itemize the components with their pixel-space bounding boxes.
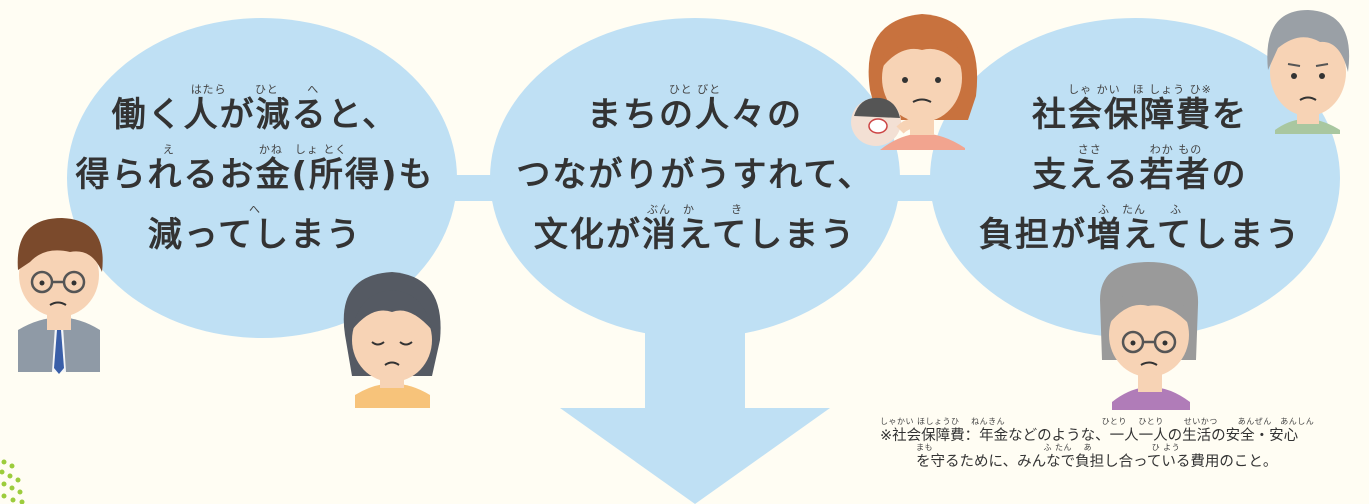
bubble-social-security-text: しゃ かい ほ しょう ひ※ 社会保障費を ささ わか もの 支える若者の ふ … xyxy=(955,84,1325,252)
mother-holding-baby xyxy=(851,14,978,150)
speech-bubble-community xyxy=(490,18,900,338)
bubble-workers-text: はたら ひと へ 働く人が減ると、 え かね しょ とく 得られるお金(所得)も… xyxy=(75,84,435,252)
bubble-text-line: 減ってしまう xyxy=(147,215,363,255)
bubble-text-line: 働く人が減ると、 xyxy=(111,95,399,135)
elderly-woman-with-glasses xyxy=(1100,262,1199,410)
green-dots-decoration xyxy=(0,459,25,504)
bubble-text-line: 支える若者の xyxy=(1032,155,1248,195)
furigana: ふ たん ふ xyxy=(1098,203,1182,216)
footnote-line: ※社会保障費：年金などのような、一人一人の生活の安全・安心 xyxy=(880,428,1299,444)
furigana: ささ わか もの xyxy=(1077,143,1203,156)
footnote-furigana: まも ふ たん あ ひ よう xyxy=(916,443,1181,453)
footnote-furigana: しゃかい ほしょうひ ねんきん ひとり ひとり せいかつ あんぜん あんしん xyxy=(880,417,1315,426)
bubble-text-line: まちの人々の xyxy=(587,95,803,135)
furigana: ぶん か き xyxy=(647,203,743,216)
woman-eyes-closed xyxy=(343,272,441,408)
furigana: へ xyxy=(249,203,261,216)
man-with-glasses xyxy=(17,218,103,374)
bubble-text-line: 社会保障費を xyxy=(1032,95,1248,135)
bubble-text-line: つながりがうすれて、 xyxy=(516,155,874,195)
footnote-line: を守るために、みんなで負担し合っている費用のこと。 xyxy=(916,454,1278,471)
down-arrow-icon xyxy=(560,320,830,504)
bubble-text-line: 負担が増えてしまう xyxy=(978,215,1302,255)
bubble-text-line: 文化が消えてしまう xyxy=(533,215,857,255)
furigana: しゃ かい ほ しょう ひ※ xyxy=(1068,83,1212,96)
furigana: はたら ひと へ xyxy=(190,83,320,96)
footnote: しゃかい ほしょうひ ねんきん ひとり ひとり せいかつ あんぜん あんしん ※… xyxy=(880,418,1360,470)
bubble-text-line: 得られるお金(所得)も xyxy=(75,155,435,195)
furigana: え かね しょ とく xyxy=(162,143,348,156)
speech-bubble-workers xyxy=(67,18,457,338)
bubble-community-text: ひと びと まちの人々の つながりがうすれて、 ぶん か き 文化が消えてしまう xyxy=(505,84,885,252)
furigana: ひと びと xyxy=(668,83,722,96)
elderly-man xyxy=(1267,10,1350,134)
speech-bubble-social-security xyxy=(930,18,1340,338)
